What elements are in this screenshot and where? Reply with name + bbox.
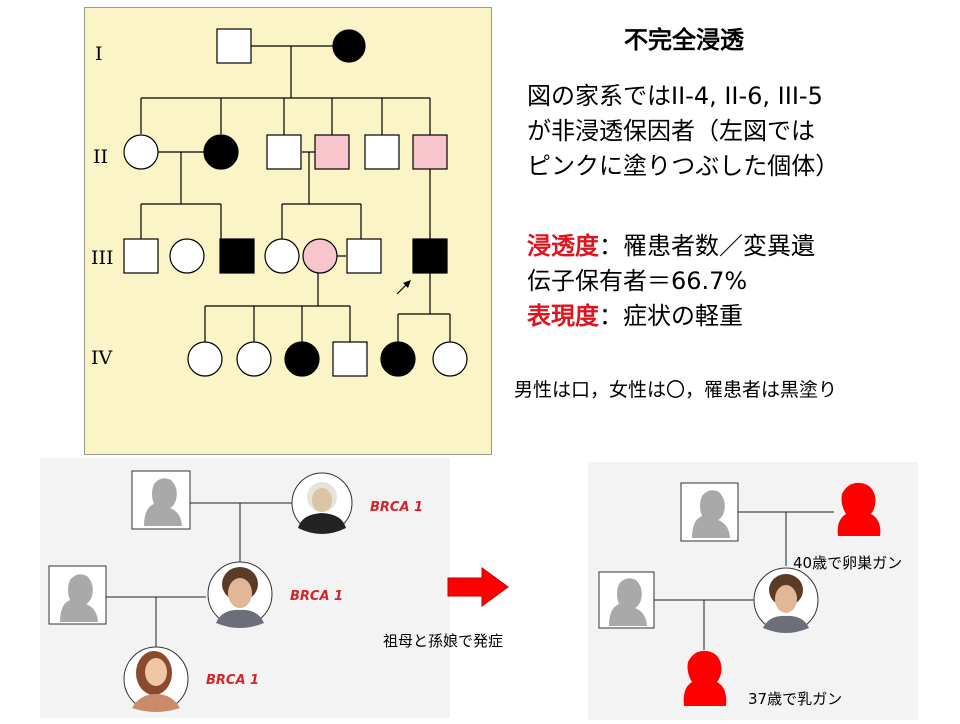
pedigree-male-III-3-affected bbox=[219, 238, 255, 274]
grandmother-affected-silhouette bbox=[837, 482, 881, 536]
mother-avatar bbox=[207, 561, 273, 628]
generation-label-3: III bbox=[91, 247, 114, 269]
carrier-description-line-2: が非浸透保因者（左図では bbox=[527, 117, 815, 145]
granddaughter-affected-silhouette bbox=[683, 650, 727, 706]
ovarian-cancer-caption: 40歳で卵巣ガン bbox=[793, 554, 903, 572]
father-avatar bbox=[48, 565, 107, 625]
pedigree-panel: I II III IV bbox=[84, 7, 492, 455]
carrier-description-line-1: 図の家系ではII-4, II-6, III-5 bbox=[527, 82, 823, 110]
pedigree-male-III-7-proband bbox=[412, 238, 448, 274]
pedigree-female-II-2-affected bbox=[203, 134, 239, 170]
granddaughter-avatar bbox=[123, 646, 189, 712]
symbol-legend: 男性は口，女性は〇，罹患者は黒塗り bbox=[514, 379, 838, 401]
carrier-description: 図の家系ではII-4, II-6, III-5 が非浸透保因者（左図では ピンク… bbox=[527, 79, 839, 184]
brca-label-grandmother: BRCA 1 bbox=[370, 500, 423, 515]
pedigree-female-III-4 bbox=[264, 238, 300, 274]
pedigree-male-III-6 bbox=[346, 238, 382, 274]
pedigree-female-IV-2 bbox=[236, 341, 272, 377]
pedigree-female-IV-6 bbox=[432, 341, 468, 377]
carrier-description-line-3: ピンクに塗りつぶした個体） bbox=[527, 152, 840, 180]
grandmother-avatar bbox=[291, 472, 353, 534]
brca-label-mother: BRCA 1 bbox=[290, 589, 343, 604]
pedigree-female-III-2 bbox=[169, 238, 205, 274]
arrow-right-icon bbox=[447, 567, 509, 607]
pedigree-female-IV-3-affected bbox=[284, 341, 320, 377]
penetrance-line-2: 伝子保有者＝66.7% bbox=[527, 267, 748, 295]
pedigree-female-III-5-carrier bbox=[302, 238, 338, 274]
father-avatar-2 bbox=[598, 571, 655, 629]
brca-label-granddaughter: BRCA 1 bbox=[206, 673, 259, 688]
arrow-caption: 祖母と孫娘で発症 bbox=[383, 632, 504, 650]
pedigree-male-II-4-carrier bbox=[314, 134, 350, 170]
pedigree-male-IV-4 bbox=[332, 341, 368, 377]
penetrance-term: 浸透度 bbox=[527, 232, 599, 260]
penetrance-line-1: 罹患者数／変異遺 bbox=[623, 232, 815, 260]
pedigree-male-III-1 bbox=[123, 238, 159, 274]
proband-arrow-icon bbox=[403, 280, 411, 288]
grandfather-avatar-2 bbox=[680, 482, 739, 542]
penetrance-colon: ： bbox=[599, 232, 623, 260]
generation-label-1: I bbox=[95, 43, 103, 65]
expressivity-desc: 症状の軽重 bbox=[623, 302, 743, 330]
grandfather-avatar bbox=[131, 470, 191, 530]
pedigree-lines bbox=[140, 45, 451, 342]
pedigree-female-II-1 bbox=[123, 134, 159, 170]
pedigree-male-II-5 bbox=[364, 134, 400, 170]
pedigree-male-II-6-carrier bbox=[412, 134, 448, 170]
pedigree-female-I-2-affected bbox=[332, 29, 366, 63]
brca-family-svg: BRCA 1 BRCA 1 BRCA 1 bbox=[48, 470, 423, 712]
pedigree-female-IV-1 bbox=[187, 341, 223, 377]
brca-family-diagram: BRCA 1 BRCA 1 BRCA 1 bbox=[40, 458, 450, 718]
breast-cancer-caption: 37歳で乳ガン bbox=[748, 690, 843, 708]
pedigree-male-I-1 bbox=[216, 28, 252, 64]
pedigree-female-IV-5-affected bbox=[380, 341, 416, 377]
pedigree-chart: I II III IV bbox=[91, 28, 468, 377]
expressivity-definition: 表現度：症状の軽重 bbox=[527, 299, 815, 334]
pedigree-male-II-3 bbox=[266, 134, 302, 170]
penetrance-definition: 浸透度：罹患者数／変異遺 bbox=[527, 229, 815, 264]
expressivity-term: 表現度 bbox=[527, 302, 599, 330]
slide-title: 不完全浸透 bbox=[624, 26, 744, 54]
generation-label-2: II bbox=[93, 146, 108, 168]
cancer-family-diagram bbox=[588, 462, 918, 720]
generation-label-4: IV bbox=[91, 347, 113, 369]
mother-avatar-2 bbox=[753, 567, 819, 633]
definitions: 浸透度：罹患者数／変異遺 伝子保有者＝66.7% 表現度：症状の軽重 bbox=[527, 229, 815, 334]
cancer-family-svg bbox=[598, 482, 881, 706]
expressivity-colon: ： bbox=[599, 302, 623, 330]
